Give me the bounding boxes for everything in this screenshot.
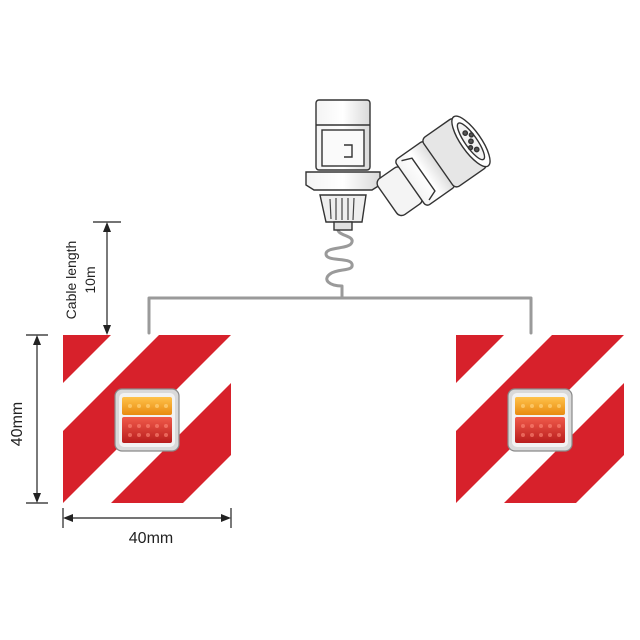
cable-right-branch <box>340 296 533 335</box>
width-dimension-label: 40mm <box>129 530 173 547</box>
right-tail-lamp-icon <box>507 388 573 452</box>
trailer-plug-icon <box>305 99 491 231</box>
cable-length-value: 10m <box>82 266 98 293</box>
width-dimension-arrow <box>62 508 232 528</box>
left-tail-lamp-icon <box>114 388 180 452</box>
height-dimension-arrow <box>26 334 48 504</box>
height-dimension-label: 40mm <box>9 402 26 446</box>
cable-length-label: Cable length <box>63 241 79 320</box>
cable-left-branch <box>147 296 344 335</box>
cable-length-dimension <box>93 221 121 335</box>
